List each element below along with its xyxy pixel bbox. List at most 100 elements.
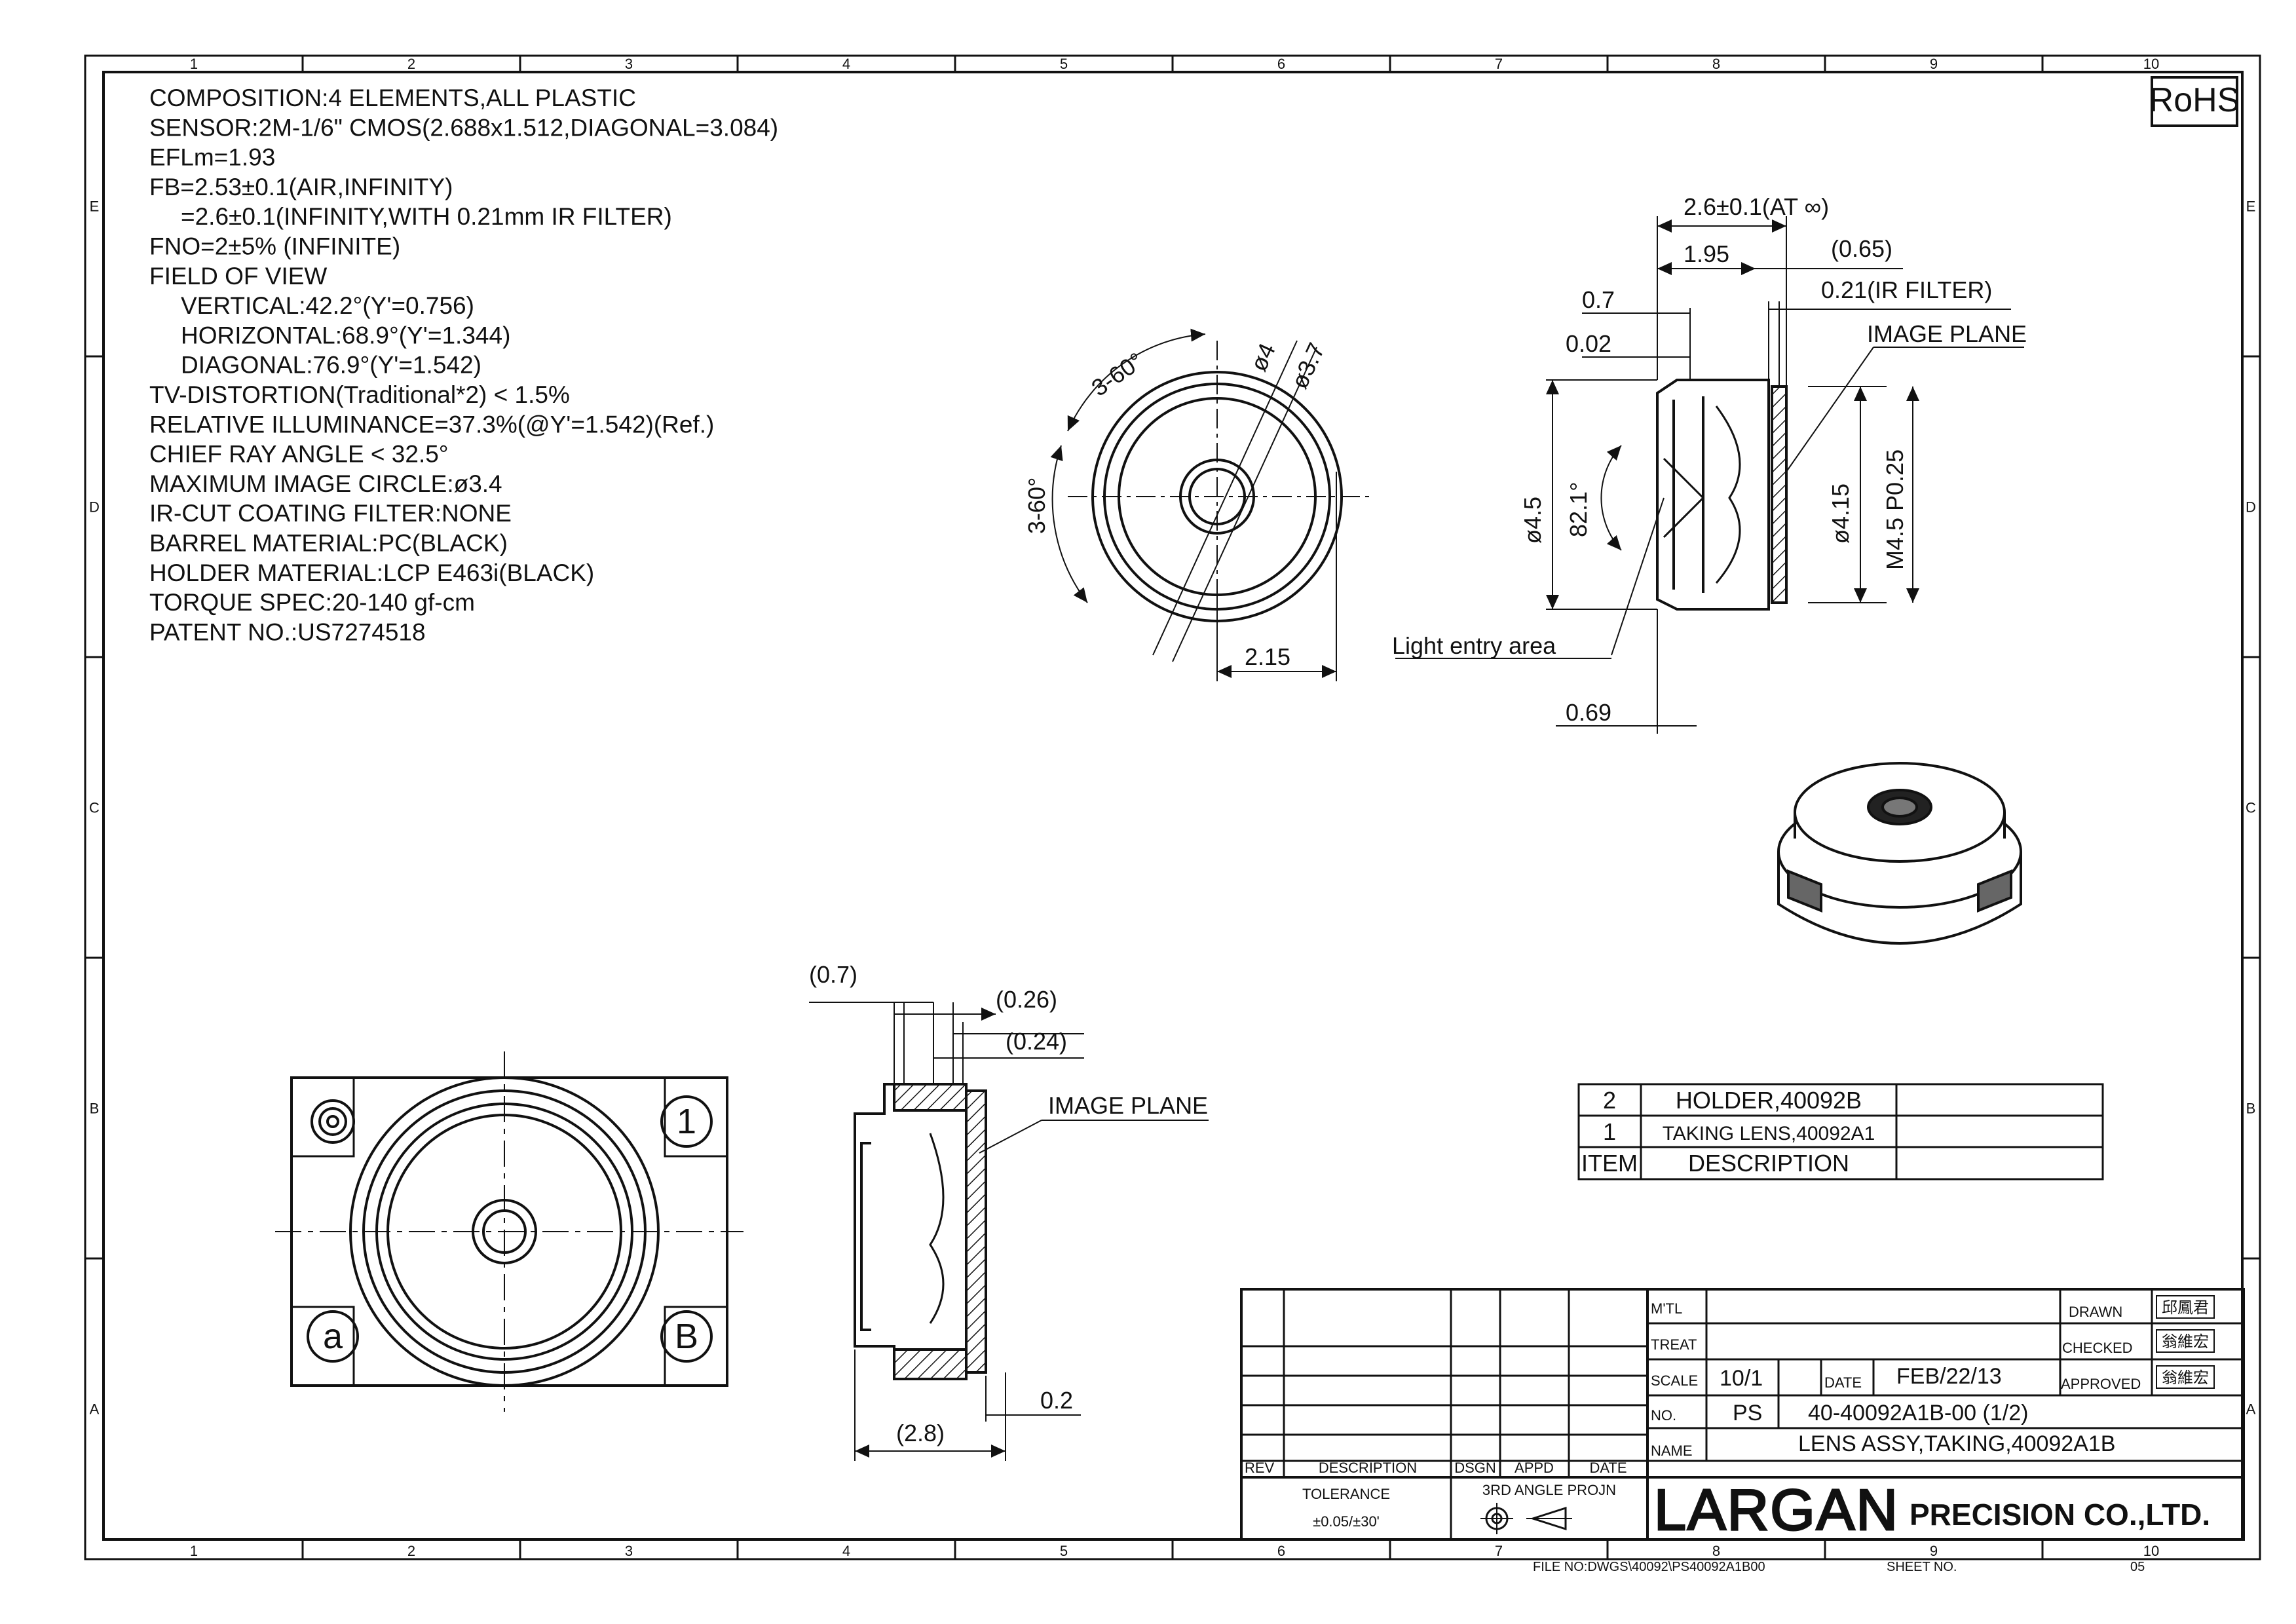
spec-line: IR-CUT COATING FILTER:NONE: [149, 500, 512, 527]
dim-thread: M4.5 P0.25: [1881, 449, 1908, 570]
bom-desc-2: HOLDER,40092B: [1676, 1087, 1862, 1114]
holder-top-view: [275, 1051, 743, 1412]
spec-line: COMPOSITION:4 ELEMENTS,ALL PLASTIC: [149, 85, 636, 111]
zone-col-label: 7: [1495, 1543, 1503, 1559]
spec-line: CHIEF RAY ANGLE < 32.5°: [149, 441, 449, 468]
zone-row-label: E: [2246, 198, 2256, 215]
company-name: PRECISION CO.,LTD.: [1910, 1498, 2210, 1532]
front-dia-outer: ø4: [1245, 339, 1281, 375]
isometric-view: [1777, 762, 2022, 945]
dim-024: (0.24): [1006, 1028, 1067, 1055]
dim-overall: 2.6±0.1(AT ∞): [1684, 193, 1829, 220]
tb-appd: APPD: [1515, 1460, 1554, 1476]
spec-line: SENSOR:2M-1/6" CMOS(2.688x1.512,DIAGONAL…: [149, 114, 778, 141]
label-image-plane-2: IMAGE PLANE: [1048, 1092, 1208, 1119]
zone-col-label: 5: [1060, 1543, 1068, 1559]
bom-table: [1577, 1083, 2104, 1180]
holder-mark-a: a: [323, 1317, 343, 1356]
tb-stamp-drawn: 邱鳳君: [2162, 1299, 2209, 1317]
zone-col-label: 1: [190, 56, 198, 72]
spec-line: TORQUE SPEC:20-140 gf-cm: [149, 589, 475, 616]
tb-sheet-no: SHEET NO.: [1887, 1560, 1957, 1574]
dim-026: (0.26): [996, 986, 1057, 1013]
tb-drawing-no: 40-40092A1B-00 (1/2): [1808, 1401, 2028, 1426]
tb-scale-label: SCALE: [1651, 1372, 1698, 1389]
zone-row-label: B: [2246, 1101, 2256, 1117]
zone-col-label: 9: [1930, 56, 1938, 72]
spec-notes: COMPOSITION:4 ELEMENTS,ALL PLASTIC SENSOR…: [149, 85, 778, 645]
zone-col-label: 6: [1277, 1543, 1285, 1559]
dim-069: 0.69: [1566, 699, 1611, 726]
tb-projection: 3RD ANGLE PROJN: [1482, 1482, 1616, 1498]
zone-col-label: 9: [1930, 1543, 1938, 1559]
holder-side-view: [809, 1002, 1209, 1461]
spec-line: =2.6±0.1(INFINITY,WITH 0.21mm IR FILTER): [181, 203, 672, 230]
lens-section-view: [1395, 216, 2024, 734]
zone-col-label: 3: [625, 1543, 633, 1559]
tb-dsgn: DSGN: [1454, 1460, 1496, 1476]
projection-symbol: [1480, 1503, 1572, 1534]
spec-line: FNO=2±5% (INFINITE): [149, 233, 400, 260]
tb-stamp-approved: 翁維宏: [2162, 1369, 2209, 1387]
tb-sheet-val: 05: [2130, 1560, 2145, 1574]
tb-description: DESCRIPTION: [1319, 1460, 1417, 1476]
dim-002: 0.02: [1566, 330, 1611, 357]
dim-02: 0.2: [1040, 1387, 1073, 1414]
tb-date: FEB/22/13: [1896, 1364, 2002, 1389]
tb-treat: TREAT: [1651, 1336, 1697, 1353]
tb-no-prefix: PS: [1733, 1401, 1762, 1426]
front-angle-top: 3-60°: [1087, 347, 1148, 402]
title-block: [1240, 1288, 2245, 1541]
tb-date-col: DATE: [1589, 1460, 1627, 1476]
zone-col-label: 4: [842, 1543, 850, 1559]
spec-line: PATENT NO.:US7274518: [149, 618, 426, 645]
spec-line: EFLm=1.93: [149, 144, 275, 171]
bom-desc-1: TAKING LENS,40092A1: [1663, 1123, 1875, 1144]
holder-mark-b: B: [675, 1317, 698, 1356]
spec-line: DIAGONAL:76.9°(Y'=1.542): [181, 352, 481, 379]
tb-file-no: FILE NO:DWGS\40092\PS40092A1B00: [1533, 1560, 1765, 1574]
front-view: [1050, 328, 1369, 681]
front-angle-left: 3-60°: [1023, 478, 1050, 534]
zone-row-label: D: [2246, 499, 2256, 516]
bom-header-item: ITEM: [1581, 1150, 1638, 1177]
tb-no-label: NO.: [1651, 1407, 1676, 1424]
spec-line: FIELD OF VIEW: [149, 263, 327, 290]
spec-line: MAXIMUM IMAGE CIRCLE:ø3.4: [149, 470, 502, 497]
title-block-text: M'TL TREAT SCALE 10/1 DATE FEB/22/13 NO.…: [1245, 1295, 2215, 1574]
zone-col-label: 8: [1712, 1543, 1720, 1559]
front-width: 2.15: [1245, 643, 1290, 670]
spec-line: HOLDER MATERIAL:LCP E463i(BLACK): [149, 559, 594, 586]
dim-dia-45: ø4.5: [1519, 497, 1546, 544]
dim-28: (2.8): [896, 1420, 945, 1446]
tb-name-label: NAME: [1651, 1443, 1693, 1459]
zone-col-label: 8: [1712, 56, 1720, 72]
dim-195: 1.95: [1684, 240, 1729, 267]
zone-ticks: [85, 56, 2260, 1559]
zone-row-label: D: [89, 499, 100, 516]
tb-scale: 10/1: [1720, 1366, 1763, 1391]
tb-tolerance: TOLERANCE: [1302, 1486, 1390, 1502]
dim-065: (0.65): [1831, 235, 1892, 262]
zone-row-label: B: [90, 1101, 100, 1117]
tb-rev: REV: [1245, 1460, 1275, 1476]
zone-row-label: C: [89, 800, 100, 816]
tb-stamp-checked: 翁維宏: [2162, 1333, 2209, 1351]
tb-approved: APPROVED: [2061, 1376, 2141, 1392]
spec-line: RELATIVE ILLUMINANCE=37.3%(@Y'=1.542)(Re…: [149, 411, 714, 438]
svg-text:RoHS: RoHS: [2149, 81, 2240, 119]
bom-item-2: 2: [1603, 1087, 1616, 1114]
zone-row-label: C: [2246, 800, 2256, 816]
tb-date-label: DATE: [1824, 1374, 1862, 1391]
tb-name: LENS ASSY,TAKING,40092A1B: [1798, 1431, 2115, 1456]
spec-line: HORIZONTAL:68.9°(Y'=1.344): [181, 322, 510, 349]
dim-ir-filter: 0.21(IR FILTER): [1821, 276, 1992, 303]
label-image-plane: IMAGE PLANE: [1867, 320, 2027, 347]
tb-tolerance-val: ±0.05/±30': [1313, 1513, 1380, 1530]
zone-row-label: E: [90, 198, 100, 215]
zone-col-label: 3: [625, 56, 633, 72]
spec-line: TV-DISTORTION(Traditional*2) < 1.5%: [149, 381, 570, 408]
zone-row-label: A: [2246, 1401, 2256, 1418]
